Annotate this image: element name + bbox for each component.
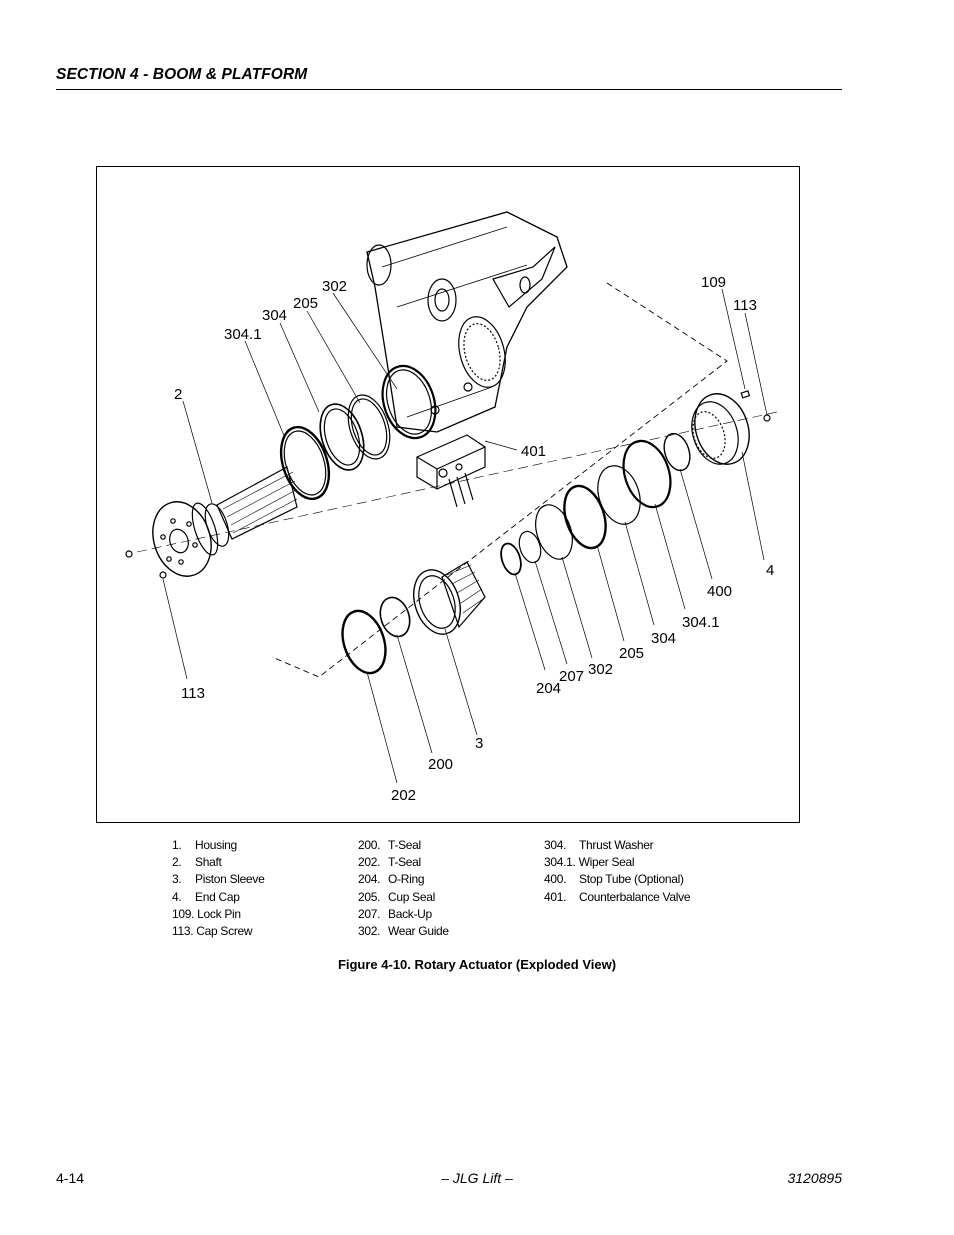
callout-207: 207 <box>559 668 584 685</box>
callout-304-right: 304 <box>651 630 676 647</box>
legend-item: 401.Counterbalance Valve <box>544 889 691 904</box>
callout-302-right: 302 <box>588 661 613 678</box>
cup-seal-205-right <box>563 484 607 550</box>
wiper-seal-304-1-right <box>622 439 672 509</box>
o-ring-204 <box>500 542 522 576</box>
legend-item: 205.Cup Seal <box>358 889 435 904</box>
thrust-washer-304-right <box>597 465 641 525</box>
legend-item: 2.Shaft <box>172 855 222 870</box>
callout-400: 400 <box>707 583 732 600</box>
callout-2: 2 <box>174 386 182 403</box>
legend-column-1: 1.Housing 2.Shaft 3.Piston Sleeve 4.End … <box>172 837 265 940</box>
legend-item: 400.Stop Tube (Optional) <box>544 872 684 887</box>
legend-item: 304.1.Wiper Seal <box>544 855 635 870</box>
legend-item: 4.End Cap <box>172 889 240 904</box>
cap-screw-113-right <box>763 414 771 422</box>
wiper-seal-304-1-left <box>279 425 331 501</box>
callout-109: 109 <box>701 274 726 291</box>
legend-item: 204.O-Ring <box>358 872 425 887</box>
callout-3: 3 <box>475 735 483 752</box>
lock-pin-109 <box>740 390 751 399</box>
counterbalance-valve-part <box>416 382 486 508</box>
document-number: 3120895 <box>787 1170 842 1186</box>
cup-seal-205-left <box>347 394 391 460</box>
callout-401: 401 <box>521 443 546 460</box>
legend-item: 1.Housing <box>172 838 237 852</box>
callout-204: 204 <box>536 680 561 697</box>
assembly-dashed-outline <box>271 282 728 678</box>
exploded-view-figure: 109 113 302 205 304 304.1 2 401 4 400 30… <box>96 166 800 823</box>
t-seal-200 <box>379 596 411 638</box>
thrust-washer-304-left-inner <box>323 408 361 466</box>
stop-tube-400 <box>663 432 691 472</box>
legend-item: 202.T-Seal <box>358 855 421 870</box>
cup-seal-205-left-inner <box>350 398 388 456</box>
back-up-207 <box>518 530 542 564</box>
callout-113-left: 113 <box>181 685 205 702</box>
leader-lines <box>162 288 768 784</box>
wear-guide-302-left-inner <box>385 369 433 435</box>
piston-sleeve-part <box>413 561 486 635</box>
cap-screw-113-left-b <box>159 571 167 579</box>
legend-column-3: 304.Thrust Washer 304.1.Wiper Seal 400.S… <box>544 837 691 906</box>
cap-screw-113-left-a <box>125 550 133 558</box>
callout-113-right: 113 <box>733 297 757 314</box>
header-rule <box>56 89 842 90</box>
thrust-washer-304-left <box>319 403 365 471</box>
callout-302-left: 302 <box>322 278 347 295</box>
callout-202: 202 <box>391 787 416 804</box>
end-cap-part <box>691 393 750 465</box>
housing-part <box>366 211 568 433</box>
wear-guide-302-left <box>381 364 437 440</box>
callout-labels: 109 113 302 205 304 304.1 2 401 4 400 30… <box>174 274 774 804</box>
t-seal-202 <box>341 609 387 675</box>
page-number: 4-14 <box>56 1170 85 1186</box>
legend-item: 200.T-Seal <box>358 838 421 852</box>
section-title: SECTION 4 - BOOM & PLATFORM <box>56 66 308 83</box>
legend-item: 109.Lock Pin <box>172 906 241 921</box>
callout-304-1-right: 304.1 <box>682 614 720 631</box>
legend-item: 304.Thrust Washer <box>544 838 654 852</box>
shaft-part <box>152 466 298 577</box>
legend-item: 207.Back-Up <box>358 906 432 921</box>
legend-column-2: 200.T-Seal 202.T-Seal 204.O-Ring 205.Cup… <box>358 837 449 940</box>
callout-205-left: 205 <box>293 295 318 312</box>
callout-304-1-left: 304.1 <box>224 326 262 343</box>
callout-4: 4 <box>766 562 774 579</box>
footer-brand: – JLG Lift – <box>441 1170 513 1186</box>
callout-304-left: 304 <box>262 307 287 324</box>
legend-item: 3.Piston Sleeve <box>172 872 265 887</box>
callout-205-right: 205 <box>619 645 644 662</box>
legend-item: 302.Wear Guide <box>358 924 449 939</box>
exploded-view-drawing: 109 113 302 205 304 304.1 2 401 4 400 30… <box>125 211 778 804</box>
assembly-axis <box>136 411 778 553</box>
figure-caption: Figure 4-10. Rotary Actuator (Exploded V… <box>337 957 617 972</box>
callout-200: 200 <box>428 756 453 773</box>
legend-item: 113.Cap Screw <box>172 924 253 939</box>
